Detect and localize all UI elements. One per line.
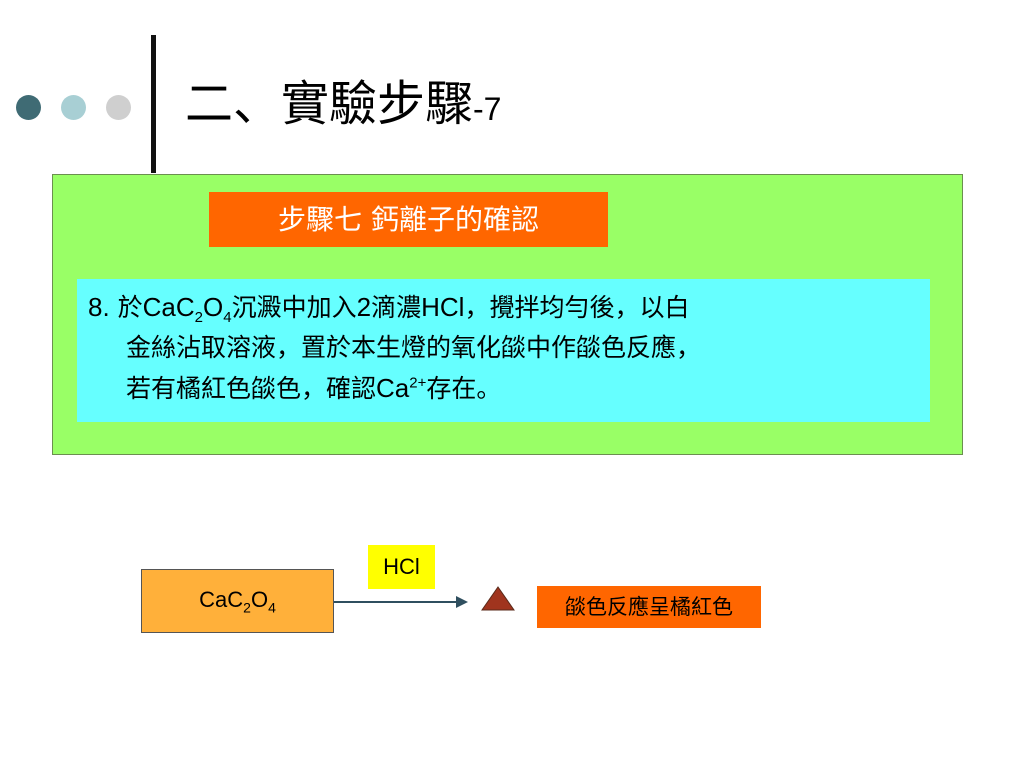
chem-superscript: 2+ [409, 374, 427, 392]
reactant-box: CaC2O4 [141, 569, 334, 633]
chem-hcl: HCl [421, 292, 465, 322]
chem-formula-part: CaC [142, 292, 195, 322]
chem-formula-part: O [203, 292, 224, 322]
instruction-text-fragment: ，攪拌均勻後，以白 [464, 293, 690, 322]
reaction-arrow [334, 596, 468, 608]
slide-title-main: 二、實驗步驟 [185, 76, 474, 132]
slide-title-suffix: -7 [473, 91, 502, 127]
chem-formula-part: Ca [376, 373, 410, 403]
chem-subscript: 2 [194, 309, 204, 327]
step-label: 步驟七 鈣離子的確認 [209, 192, 608, 247]
chem-formula-part: CaC [199, 587, 244, 612]
decor-dot-dark [16, 95, 41, 120]
instruction-line-3: 若有橘紅色燄色，確認Ca2+存在。 [88, 368, 918, 409]
instruction-text-fragment: 滴濃 [371, 293, 422, 322]
instruction-text-fragment: 存在。 [426, 374, 502, 403]
instruction-text-fragment: 沉澱中加入 [231, 293, 357, 322]
instruction-text-fragment: 於 [117, 293, 143, 322]
instruction-number: 8. [88, 292, 110, 322]
chem-subscript: 4 [268, 599, 276, 616]
chem-ion: Ca2+ [376, 373, 426, 403]
instruction-text: 8. 於CaC2O4沉澱中加入2滴濃HCl，攪拌均勻後，以白 金絲沾取溶液，置於… [88, 287, 918, 409]
decor-dot-gray [106, 95, 131, 120]
instruction-panel [77, 279, 930, 422]
chem-subscript: 2 [243, 599, 251, 616]
reagent-label: HCl [368, 545, 435, 589]
result-label: 燄色反應呈橘紅色 [537, 586, 761, 628]
instruction-text-fragment: 若有橘紅色燄色，確認 [126, 374, 377, 403]
title-divider [151, 35, 156, 173]
chem-formula: CaC2O4 [142, 292, 232, 325]
drop-count: 2 [356, 292, 372, 322]
slide-title: 二、實驗步驟-7 [185, 74, 501, 139]
instruction-line-2: 金絲沾取溶液，置於本生燈的氧化燄中作燄色反應， [126, 333, 702, 362]
flame-triangle-icon [481, 586, 515, 611]
chem-formula-part: O [250, 587, 269, 612]
decor-dot-light [61, 95, 86, 120]
chem-subscript: 4 [223, 309, 232, 327]
